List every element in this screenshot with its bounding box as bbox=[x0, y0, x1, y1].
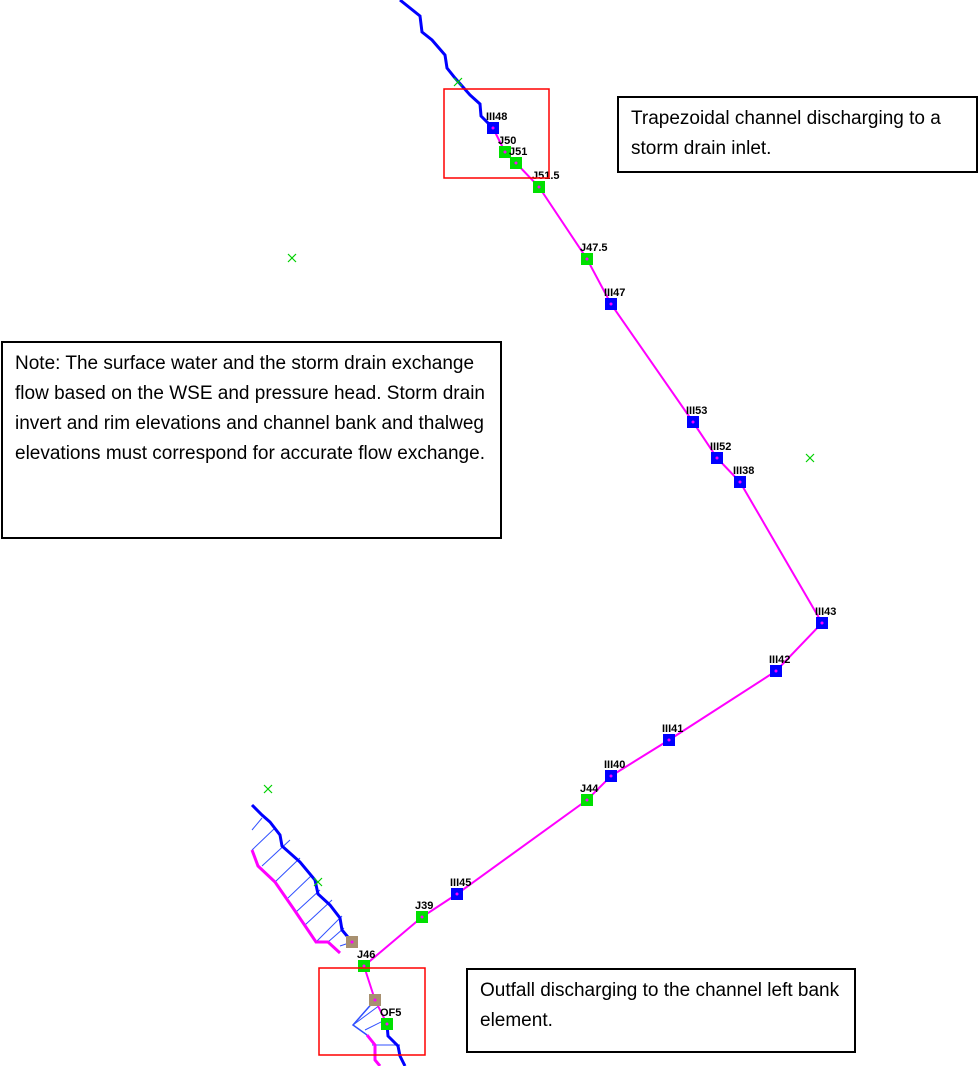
inlet-node-label: III40 bbox=[604, 759, 625, 771]
node-center bbox=[691, 420, 695, 424]
junction-node-label: J51.5 bbox=[532, 170, 560, 182]
node-center bbox=[362, 964, 366, 968]
channel-inlet-callout: Trapezoidal channel discharging to a sto… bbox=[617, 96, 978, 173]
node-center bbox=[820, 621, 824, 625]
inlet-node-label: III52 bbox=[710, 441, 731, 453]
node-center bbox=[385, 1022, 389, 1026]
lower-channel-hatch bbox=[251, 817, 400, 1046]
inlet-node-label: III43 bbox=[815, 606, 836, 618]
outfall-node-label: OF5 bbox=[380, 1007, 401, 1019]
lower-channel-right-bank bbox=[250, 803, 354, 943]
node-center bbox=[609, 774, 613, 778]
node-center bbox=[491, 126, 495, 130]
junction-node-label: J47.5 bbox=[580, 242, 608, 254]
junction-node-label: J39 bbox=[415, 900, 433, 912]
inlet-node-label: III42 bbox=[769, 654, 790, 666]
inlet-node-label: III41 bbox=[662, 723, 683, 735]
lower-channel-left-bank bbox=[250, 849, 342, 955]
junction-node-label: J46 bbox=[357, 949, 375, 961]
node-center bbox=[455, 892, 459, 896]
nodes: III48III47III53III52III38III43III42III41… bbox=[346, 111, 836, 1030]
node-center bbox=[774, 669, 778, 673]
upper-channel bbox=[399, 0, 495, 130]
inlet-highlight-box bbox=[443, 88, 550, 179]
outfall-channel-left-bank bbox=[351, 999, 376, 1036]
junction-node-label: J50 bbox=[498, 135, 516, 147]
outfall-callout: Outfall discharging to the channel left … bbox=[466, 968, 856, 1053]
node-center bbox=[667, 738, 671, 742]
grid-markers bbox=[263, 77, 815, 887]
node-center bbox=[514, 161, 518, 165]
outfall-channel-right-bank bbox=[385, 1023, 407, 1066]
node-center bbox=[537, 185, 541, 189]
node-center bbox=[609, 302, 613, 306]
outfall-highlight-box bbox=[318, 967, 426, 1056]
inlet-node-label: III38 bbox=[733, 465, 754, 477]
node-center bbox=[420, 915, 424, 919]
node-center bbox=[350, 940, 354, 944]
outfall-channel-pink bbox=[365, 1034, 382, 1066]
junction-node-label: J44 bbox=[580, 783, 599, 795]
inlet-node-label: III48 bbox=[486, 111, 507, 123]
junction-node-label: J51 bbox=[509, 146, 527, 158]
inlet-node-label: III45 bbox=[450, 877, 471, 889]
node-center bbox=[373, 998, 377, 1002]
node-center bbox=[738, 480, 742, 484]
node-center bbox=[503, 150, 507, 154]
inlet-node-label: III53 bbox=[686, 405, 707, 417]
note-callout: Note: The surface water and the storm dr… bbox=[1, 341, 502, 539]
inlet-node-label: III47 bbox=[604, 287, 625, 299]
node-center bbox=[585, 798, 589, 802]
node-center bbox=[715, 456, 719, 460]
node-center bbox=[585, 257, 589, 261]
